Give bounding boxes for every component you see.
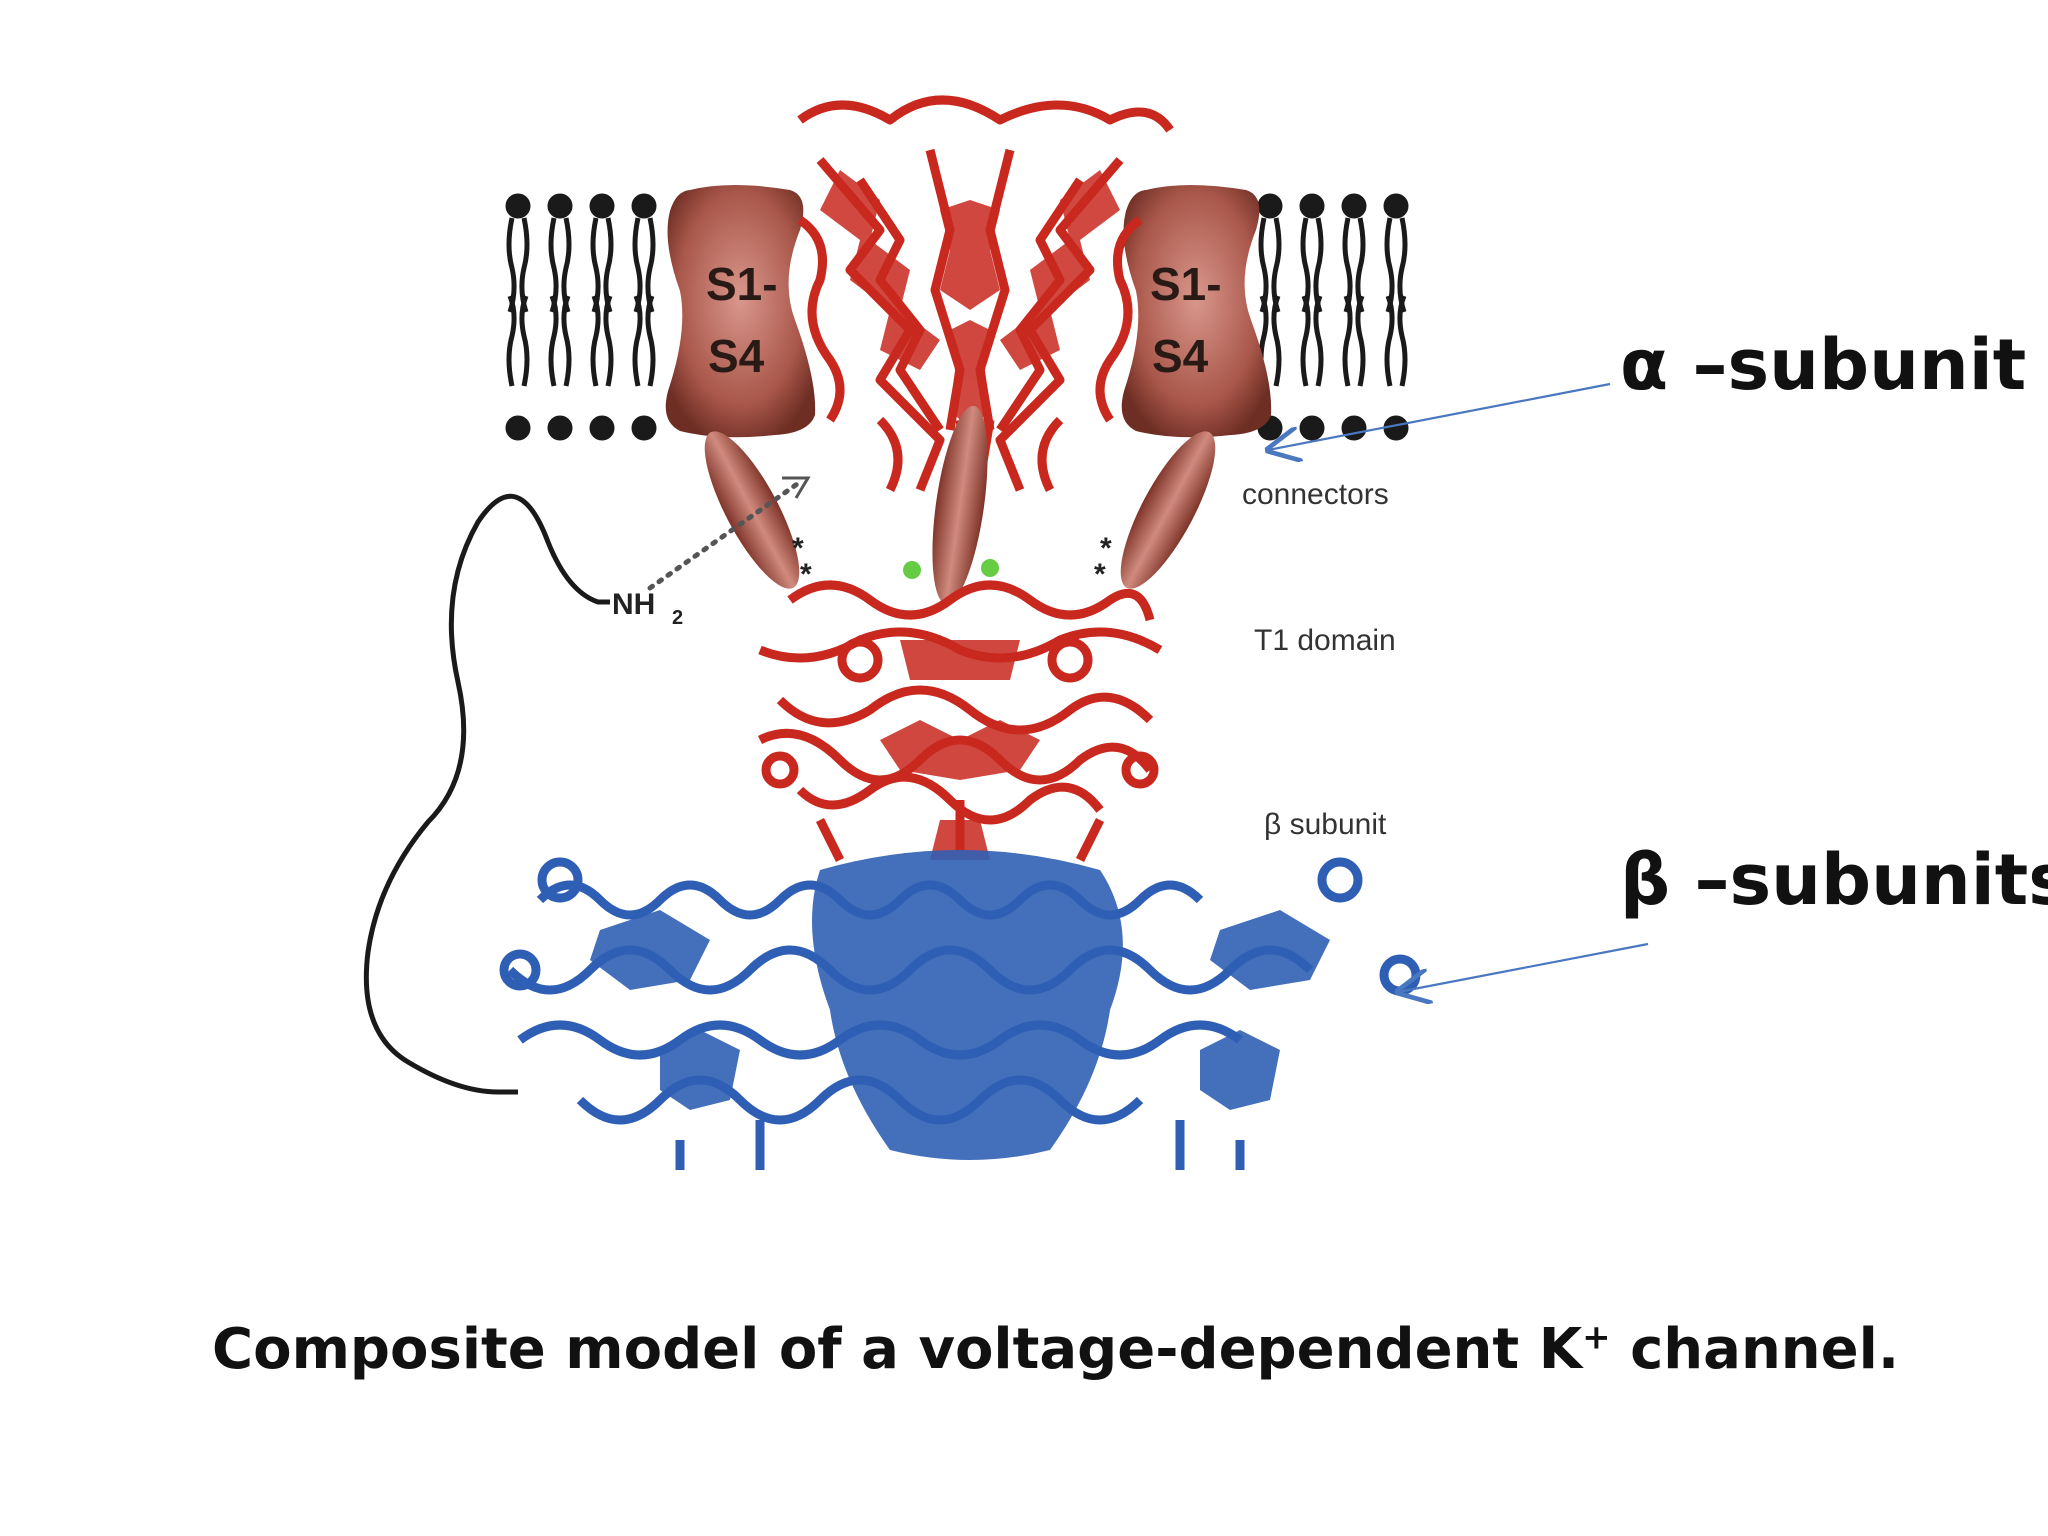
- beta-arrow: [1398, 942, 1649, 992]
- lipid-bilayer-right: [1258, 194, 1408, 440]
- beta-subunit-label: β subunit: [1264, 808, 1387, 841]
- connectors: [704, 405, 1216, 605]
- caption-text: Composite model of a voltage-dependent K: [212, 1317, 1583, 1382]
- caption-suffix: channel.: [1610, 1317, 1900, 1382]
- vsd-right-line2: S4: [1152, 330, 1209, 382]
- nh2-label: NH: [612, 588, 655, 621]
- asterisk-left-1: *: [792, 532, 804, 565]
- caption-superscript: +: [1582, 1317, 1611, 1358]
- alpha-subunit-callout: α –subunit: [1620, 324, 2027, 406]
- nh2-subscript: 2: [672, 607, 683, 629]
- figure-caption: Composite model of a voltage-dependent K…: [212, 1320, 1899, 1378]
- beta-subunits-callout: β –subunits: [1620, 839, 2048, 921]
- pore-domain-fill: [820, 170, 1120, 430]
- voltage-sensor-left: S1- S4: [665, 185, 816, 438]
- green-highlights: [903, 559, 999, 579]
- asterisk-right-1: *: [1100, 532, 1112, 565]
- voltage-sensor-right: S1- S4: [1121, 185, 1272, 438]
- n-terminal-tether: NH 2: [363, 476, 811, 1095]
- asterisk-right-2: *: [1094, 558, 1106, 591]
- vsd-left-line1: S1-: [706, 258, 778, 310]
- connectors-label: connectors: [1242, 478, 1389, 511]
- vsd-left-line2: S4: [708, 330, 765, 382]
- t1-domain: [757, 580, 1163, 863]
- beta-subunit-core: [590, 850, 1330, 1160]
- t1-domain-fill: [880, 640, 1040, 860]
- asterisk-left-2: *: [800, 558, 812, 591]
- vsd-right-line1: S1-: [1150, 258, 1222, 310]
- t1-domain-label: T1 domain: [1254, 624, 1396, 657]
- alpha-arrow: [1268, 382, 1611, 450]
- lipid-bilayer-left: [505, 194, 656, 440]
- asterisk-marks: * * * *: [792, 532, 1112, 591]
